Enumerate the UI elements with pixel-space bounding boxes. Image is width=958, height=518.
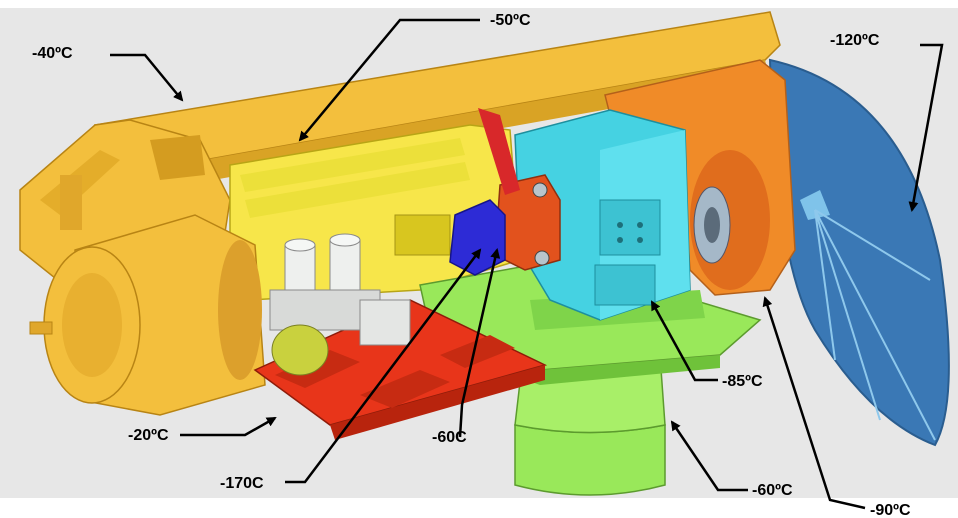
label-minus90: -90ºC — [870, 502, 911, 518]
label-minus60-mid: -60C — [432, 429, 467, 446]
pointer-arrows — [110, 18, 944, 510]
arrow-minus90 — [762, 296, 866, 510]
arrow-minus60-mid — [458, 248, 501, 438]
label-minus120: -120ºC — [830, 32, 880, 49]
label-minus170: -170C — [220, 475, 264, 492]
detector-assembly — [449, 108, 561, 276]
motor-drum — [29, 214, 266, 416]
arrow-minus120 — [908, 43, 944, 212]
instrument-box — [514, 109, 691, 321]
label-minus60-base: -60ºC — [752, 482, 793, 499]
label-minus40: -40ºC — [32, 45, 73, 62]
arrow-minus170 — [285, 248, 482, 484]
label-minus85: -85ºC — [722, 373, 763, 390]
arrow-minus50 — [298, 18, 480, 142]
temperature-labels: -40ºC -50ºC -120ºC -85ºC -20ºC -170C -60… — [32, 12, 911, 518]
arrow-minus40 — [110, 53, 184, 102]
arrow-minus20 — [180, 416, 277, 437]
cryocooler — [269, 233, 411, 376]
arrow-minus60-base — [670, 420, 748, 492]
label-minus50: -50ºC — [490, 12, 531, 29]
label-minus20: -20ºC — [128, 427, 169, 444]
arrow-minus85 — [650, 300, 718, 382]
reflector-dish — [768, 58, 950, 447]
